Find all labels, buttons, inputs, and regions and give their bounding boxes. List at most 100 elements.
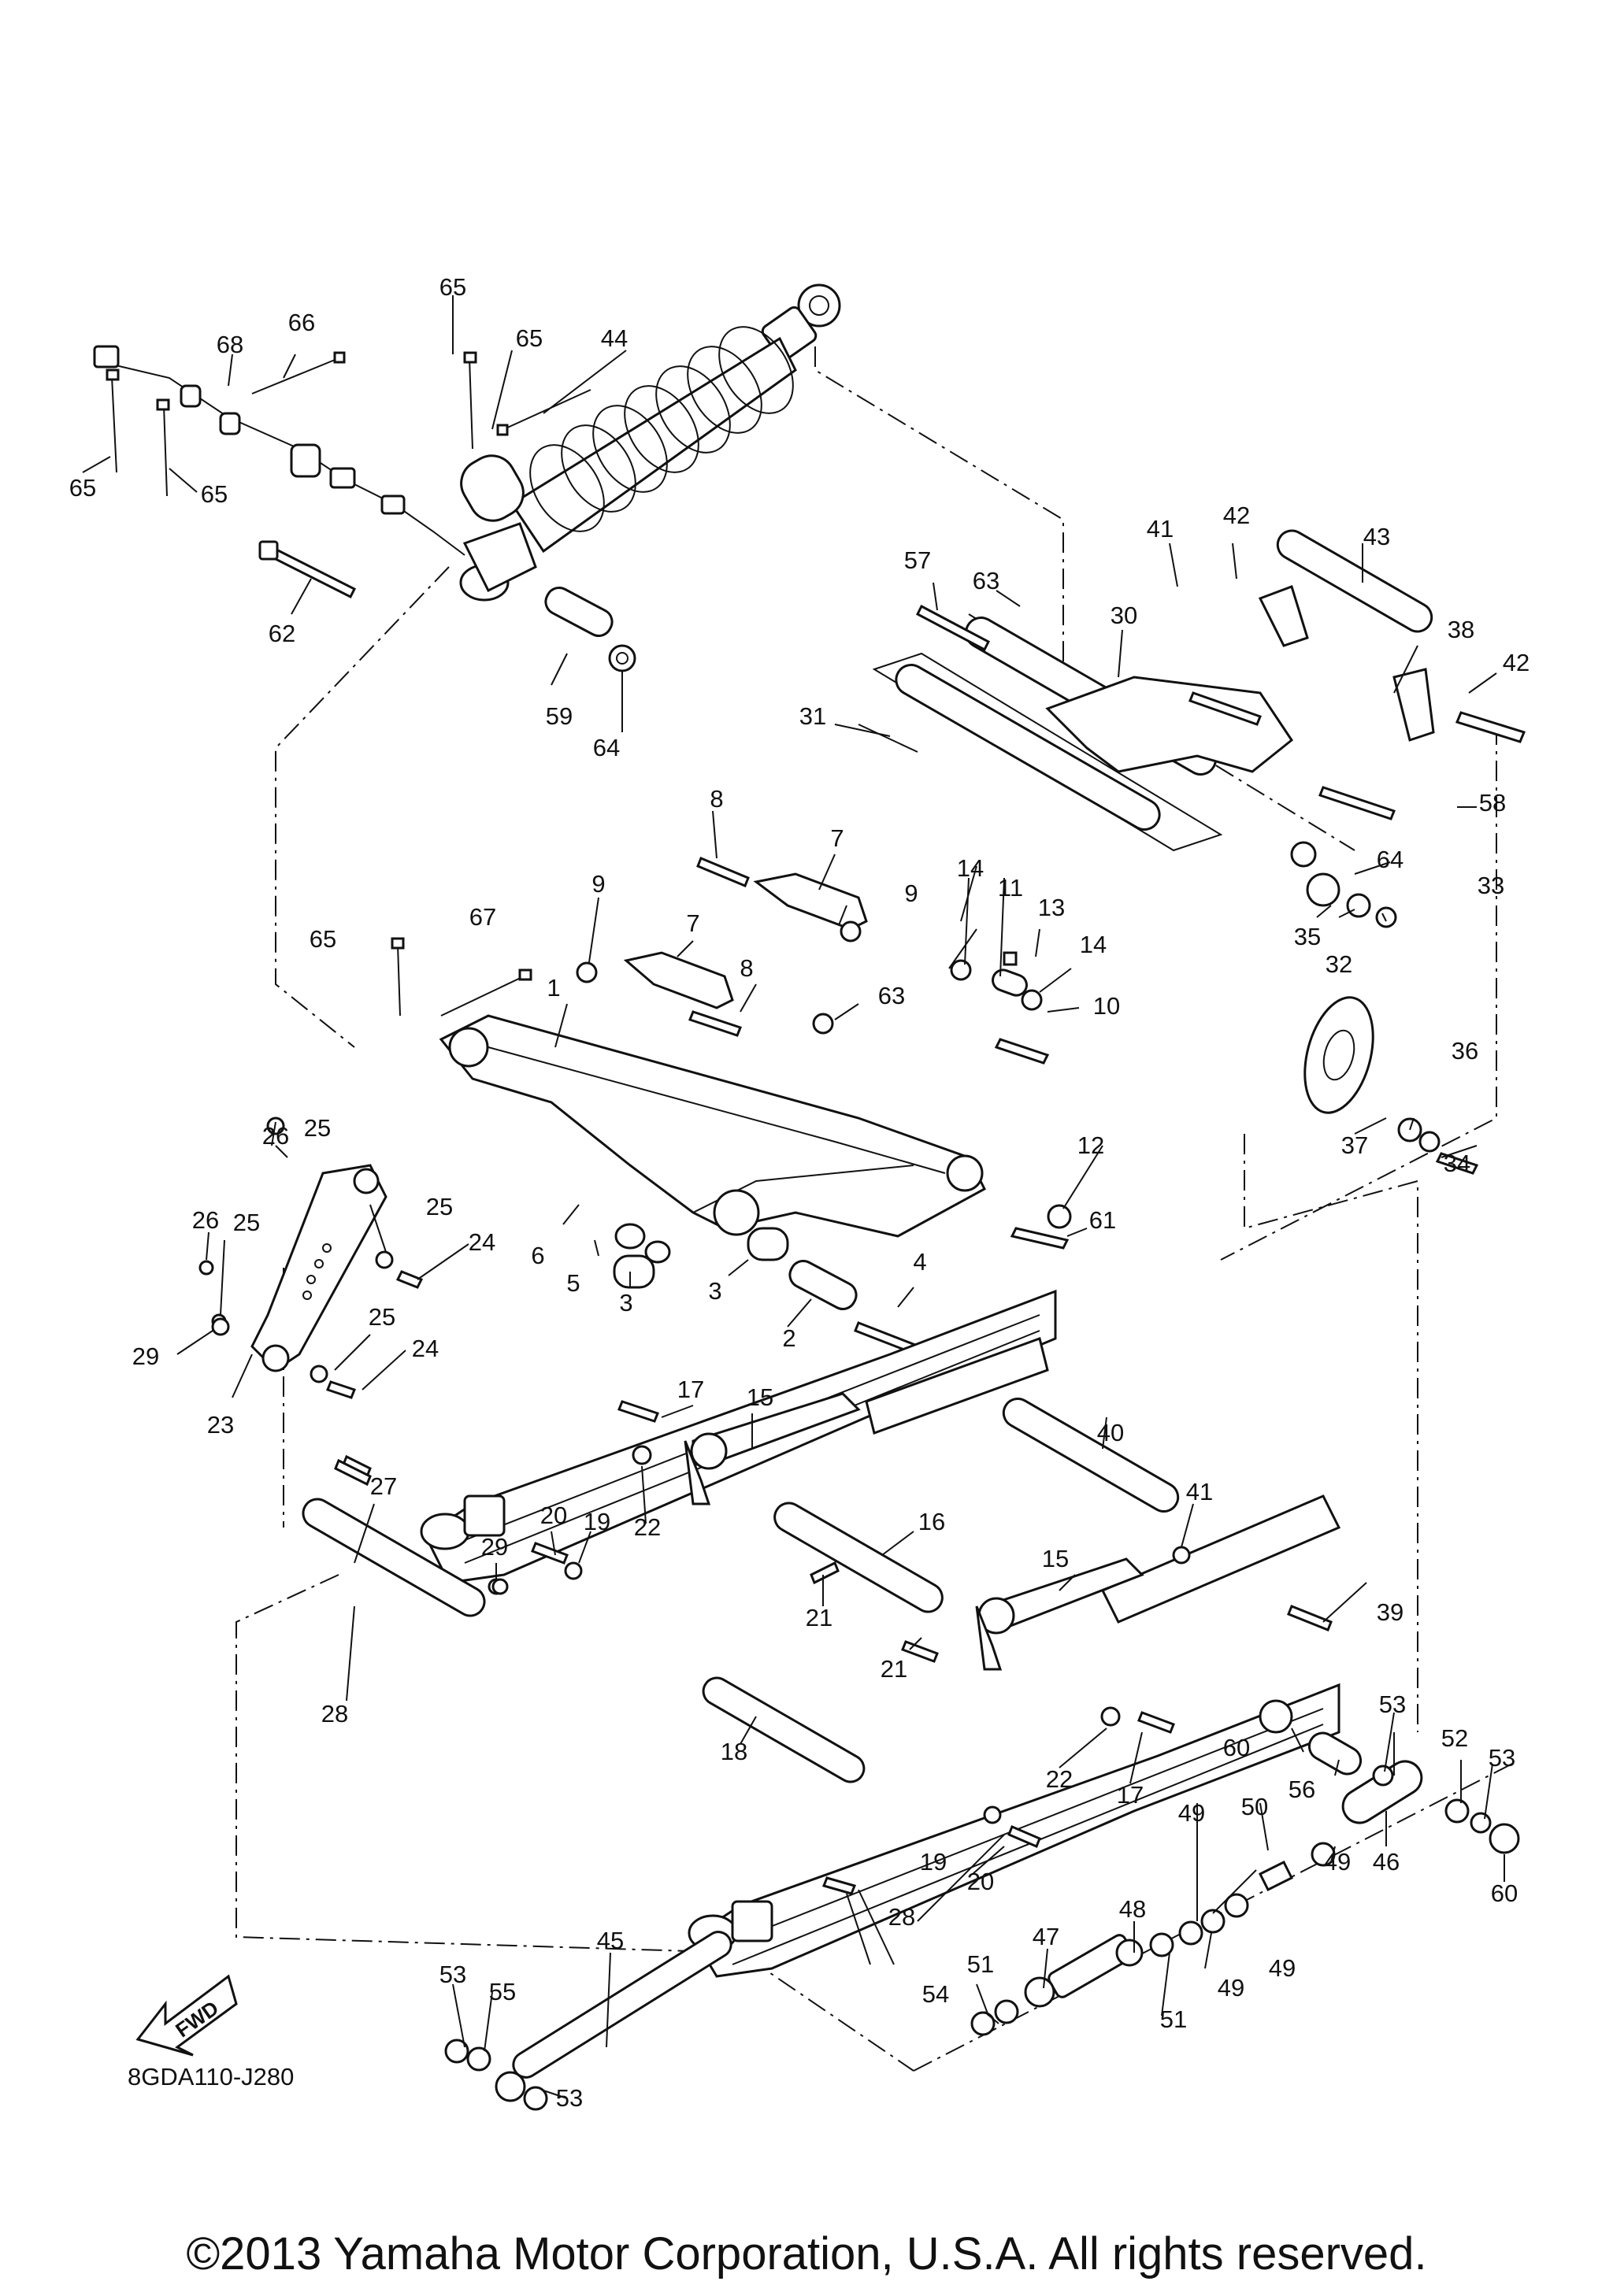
callout-60-upper: 60 [1223,1734,1250,1761]
callout-68: 68 [217,331,243,358]
callout-63-front: 63 [878,982,905,1009]
callout-47: 47 [1033,1923,1059,1950]
callout-18: 18 [721,1738,747,1765]
callout-29-left: 29 [132,1342,159,1370]
callout-49-lower: 49 [1218,1974,1244,2002]
shock-adjuster-cable [93,345,465,556]
callout-53-right: 53 [1489,1744,1515,1772]
callout-49-top: 49 [1178,1799,1205,1827]
copyright-notice: ©2013 Yamaha Motor Corporation, U.S.A. A… [186,2228,1426,2279]
callout-8-top: 8 [710,785,723,813]
callout-23: 23 [207,1411,234,1439]
shafts [302,1398,1180,2079]
diagram-code: 8GDA110-J280 [128,2063,294,2090]
scissor-stopper [198,1117,424,1399]
callout-22-top: 22 [634,1513,661,1541]
callout-1: 1 [547,974,560,1002]
callout-19-lower: 19 [920,1848,947,1876]
callout-5: 5 [566,1269,580,1297]
rail-rear-left [865,1337,1049,1435]
front-shock-arm-15-upper [684,1392,861,1505]
idler-wheel-assembly [1290,841,1479,1175]
callout-12: 12 [1077,1131,1104,1159]
callout-6: 6 [531,1242,544,1269]
callout-51-right: 51 [1160,2005,1187,2033]
callout-25-lower: 25 [369,1303,395,1331]
callout-26-top: 26 [262,1122,289,1150]
callout-46: 46 [1373,1848,1400,1876]
front-shock-arm-15-lower [975,1557,1144,1671]
rail-rear-right [1100,1494,1341,1624]
callout-15-top: 15 [747,1383,773,1411]
callout-38: 38 [1448,616,1474,643]
front-arm-collars [613,1223,931,1360]
callout-65-lower: 65 [201,480,228,508]
callout-56: 56 [1289,1776,1315,1803]
callout-25-top: 25 [304,1114,331,1142]
callout-62: 62 [269,620,295,647]
callout-65-front: 65 [310,925,336,953]
callout-67: 67 [469,903,496,931]
callout-4: 4 [913,1248,926,1276]
callout-65-center: 65 [516,324,543,352]
callout-16: 16 [918,1508,945,1535]
callout-13: 13 [1038,894,1065,921]
callout-34: 34 [1444,1150,1470,1177]
callout-20-lower: 20 [967,1868,994,1895]
callout-61: 61 [1089,1206,1116,1234]
callout-2: 2 [782,1324,795,1352]
callout-32: 32 [1326,950,1352,978]
callout-28-lower: 28 [888,1903,915,1931]
callout-31: 31 [799,702,826,730]
callout-45: 45 [597,1927,624,1954]
callout-41-top: 41 [1147,515,1174,543]
callout-43: 43 [1363,523,1390,550]
callout-9-right: 9 [904,880,918,907]
callout-52: 52 [1441,1724,1468,1752]
callout-21-lower: 21 [881,1655,907,1683]
callout-17-lower: 17 [1117,1781,1144,1809]
rear-shock-absorber [459,283,841,602]
callout-24-lower: 24 [412,1335,439,1362]
callout-9-left: 9 [591,870,605,898]
callout-36: 36 [1452,1037,1478,1065]
callout-17-top: 17 [677,1376,704,1403]
callout-59: 59 [546,702,573,730]
callout-27: 27 [370,1472,397,1500]
callout-49-right: 49 [1324,1848,1351,1876]
callout-3-right: 3 [708,1277,721,1305]
callout-60-lower: 60 [1491,1879,1518,1907]
callout-30: 30 [1111,602,1137,629]
callout-42-top: 42 [1223,502,1250,529]
callout-8-center: 8 [740,954,753,982]
callout-65-left: 65 [69,474,96,502]
callout-57: 57 [904,546,931,574]
callout-40: 40 [1097,1419,1124,1446]
callout-66: 66 [288,309,315,336]
callout-7-top: 7 [830,824,844,852]
callout-53-left: 53 [439,1961,466,1988]
cable-ties [106,351,591,1017]
callout-14-top: 14 [957,854,984,882]
callout-20-top: 20 [540,1502,567,1529]
callout-15-lower: 15 [1042,1545,1069,1572]
callout-64-rear: 64 [1377,846,1403,873]
rear-arm-assembly [872,529,1526,852]
callout-numbers: 65 66 68 65 44 65 65 62 59 64 57 63 30 4… [69,273,1530,2112]
callout-48: 48 [1119,1895,1146,1923]
callout-11: 11 [998,874,1023,902]
callout-55: 55 [489,1978,516,2005]
callout-58: 58 [1479,789,1506,817]
callout-14-right: 14 [1080,931,1107,958]
callout-33: 33 [1478,872,1504,899]
callout-65-top: 65 [439,273,466,301]
callout-28-left: 28 [321,1700,348,1728]
callout-10: 10 [1093,992,1120,1020]
callout-21-top: 21 [806,1604,832,1631]
callout-50: 50 [1241,1793,1268,1820]
callout-26-left: 26 [192,1206,219,1234]
callout-49-mid: 49 [1269,1954,1296,1982]
callout-7-center: 7 [686,909,699,937]
callout-22-lower: 22 [1046,1765,1073,1793]
